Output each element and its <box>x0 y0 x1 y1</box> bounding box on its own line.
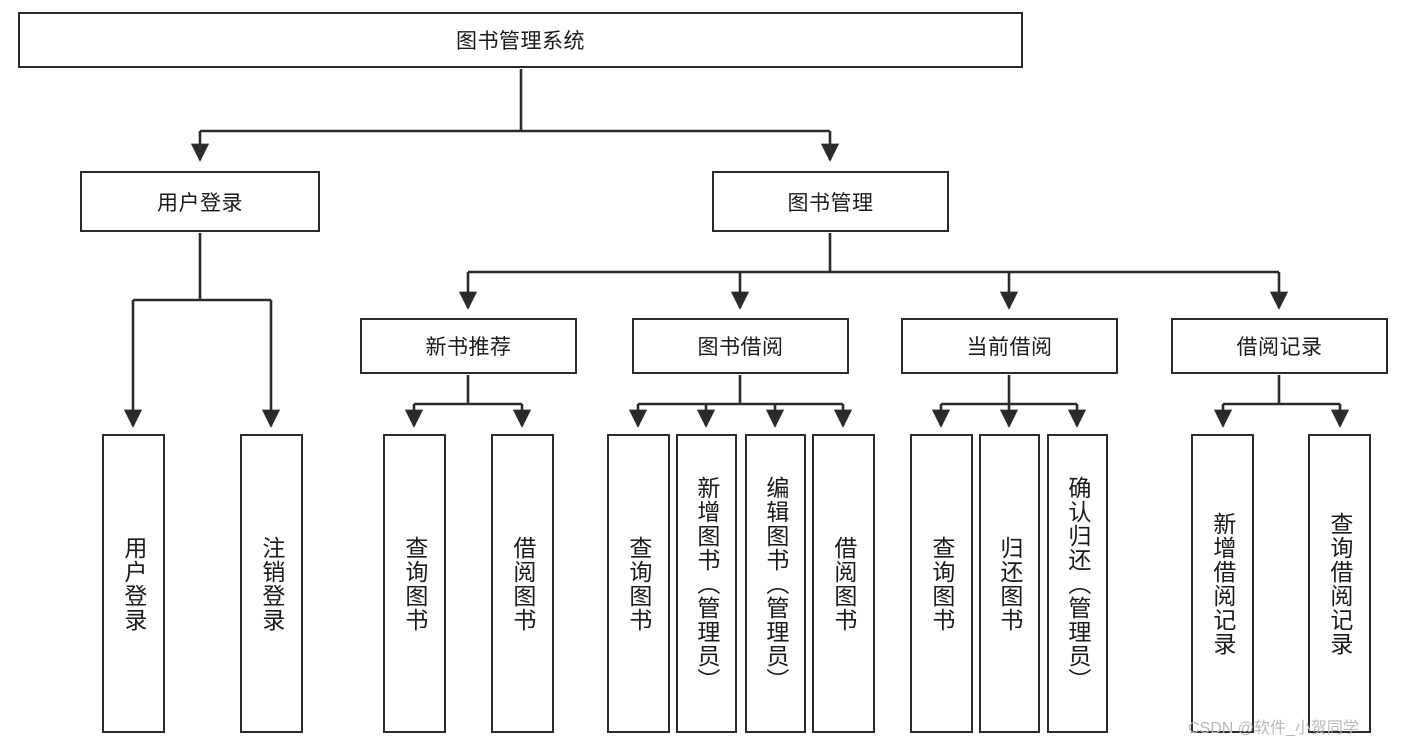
node-label: 当前借阅 <box>966 336 1053 359</box>
node-label: 图书借阅 <box>697 336 784 359</box>
leaf-return-book[interactable]: 归还图书 <box>979 434 1040 733</box>
node-user-login[interactable]: 用户登录 <box>80 171 320 232</box>
node-label: 借阅图书 <box>830 535 857 632</box>
leaf-query-borrow-record[interactable]: 查询借阅记录 <box>1308 434 1371 733</box>
leaf-borrow-book-new-rec[interactable]: 借阅图书 <box>491 434 554 733</box>
node-label: 查询借阅记录 <box>1326 511 1353 656</box>
node-label: 图书管理 <box>787 191 874 215</box>
node-label: 编辑图书（管理员） <box>762 475 789 692</box>
node-label: 图书管理系统 <box>456 30 585 53</box>
node-book-borrowing[interactable]: 图书借阅 <box>632 318 849 374</box>
node-label: 借阅记录 <box>1236 336 1323 359</box>
node-label: 确认归还（管理员） <box>1064 475 1091 692</box>
node-label: 查询图书 <box>928 535 955 632</box>
leaf-query-book-new-rec[interactable]: 查询图书 <box>383 434 446 733</box>
leaf-edit-book-admin[interactable]: 编辑图书（管理员） <box>745 434 806 733</box>
leaf-user-login[interactable]: 用户登录 <box>102 434 165 733</box>
csdn-watermark: CSDN @软件_小贺同学 <box>1188 720 1359 737</box>
leaf-add-borrow-record[interactable]: 新增借阅记录 <box>1191 434 1254 733</box>
node-label: 新增图书（管理员） <box>693 475 720 692</box>
node-label: 归还图书 <box>996 535 1023 632</box>
leaf-add-book-admin[interactable]: 新增图书（管理员） <box>676 434 737 733</box>
node-label: 注销登录 <box>258 535 285 632</box>
node-label: 新书推荐 <box>425 336 512 359</box>
node-label: 查询图书 <box>625 535 652 632</box>
leaf-logout[interactable]: 注销登录 <box>240 434 303 733</box>
node-new-book-recommendation[interactable]: 新书推荐 <box>360 318 577 374</box>
node-root-book-management-system[interactable]: 图书管理系统 <box>18 12 1023 68</box>
node-current-borrowing[interactable]: 当前借阅 <box>901 318 1118 374</box>
node-book-management[interactable]: 图书管理 <box>712 171 949 232</box>
leaf-query-book-current[interactable]: 查询图书 <box>910 434 973 733</box>
node-label: 借阅图书 <box>509 535 536 632</box>
node-label: 用户登录 <box>120 535 147 632</box>
node-label: 用户登录 <box>157 191 243 215</box>
leaf-query-book-borrowing[interactable]: 查询图书 <box>607 434 670 733</box>
node-label: 新增借阅记录 <box>1209 511 1236 656</box>
leaf-borrow-book-borrowing[interactable]: 借阅图书 <box>812 434 875 733</box>
leaf-confirm-return-admin[interactable]: 确认归还（管理员） <box>1047 434 1108 733</box>
node-borrowing-record[interactable]: 借阅记录 <box>1171 318 1388 374</box>
node-label: 查询图书 <box>401 535 428 632</box>
